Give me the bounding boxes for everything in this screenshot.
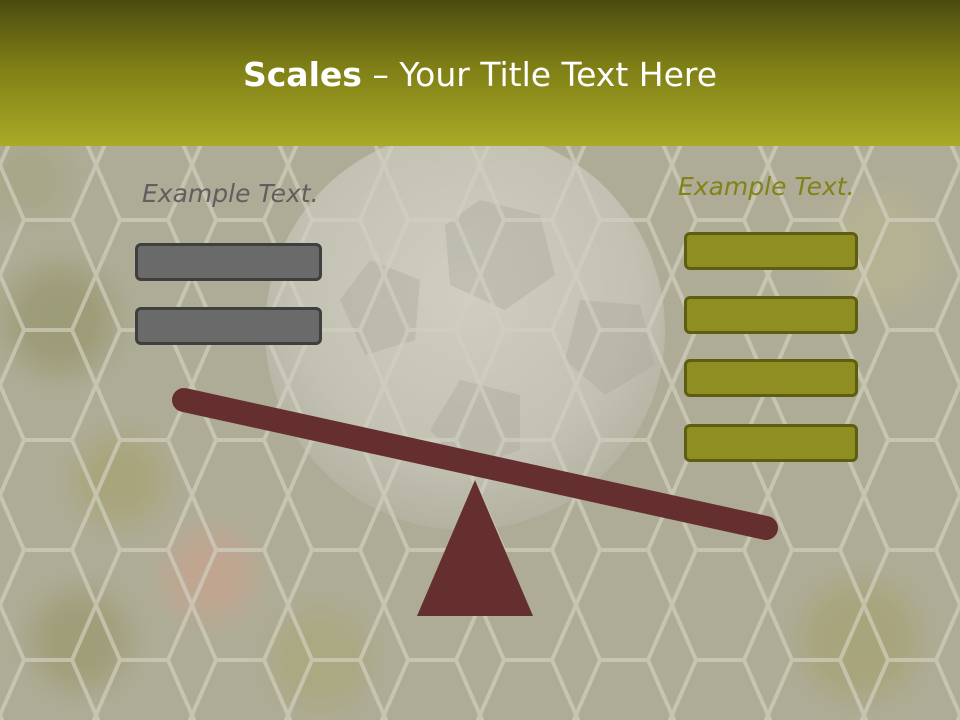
left-text-box-1[interactable] [135, 243, 322, 281]
slide-title: Scales – Your Title Text Here [243, 58, 717, 91]
right-text-box-2[interactable] [684, 296, 858, 334]
title-bar: Scales – Your Title Text Here [0, 0, 960, 146]
right-text-box-1[interactable] [684, 232, 858, 270]
left-example-label: Example Text. [142, 179, 319, 208]
scale-fulcrum [417, 480, 533, 616]
left-text-box-2[interactable] [135, 307, 322, 345]
right-text-box-3[interactable] [684, 359, 858, 397]
right-text-box-4[interactable] [684, 424, 858, 462]
title-bold-part: Scales [242, 54, 362, 94]
title-rest-part: – Your Title Text Here [361, 54, 718, 94]
scale-beam [172, 388, 778, 540]
right-example-label: Example Text. [678, 172, 855, 201]
